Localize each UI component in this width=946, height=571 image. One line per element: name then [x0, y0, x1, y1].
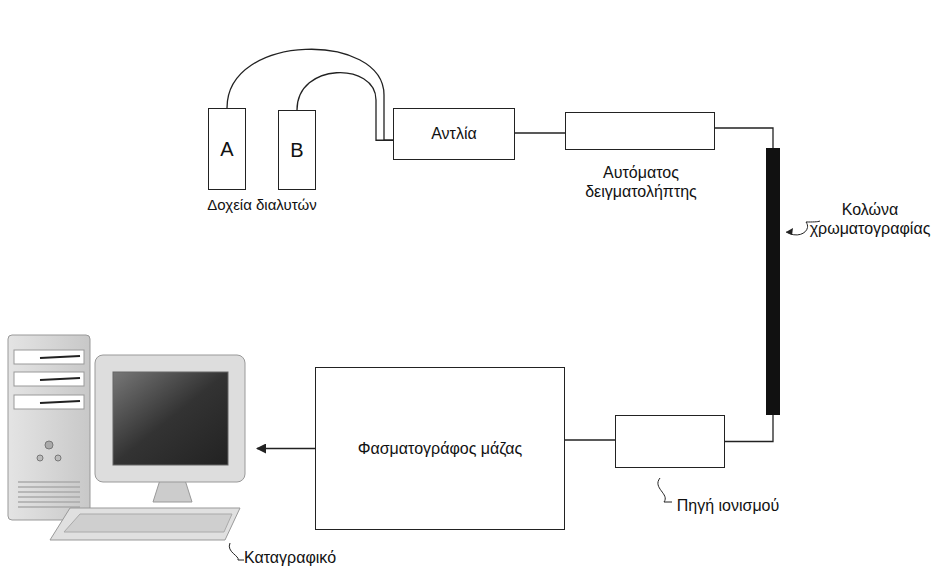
tube-connector: [257, 448, 315, 449]
pump-box: Αντλία: [393, 108, 515, 160]
button: [37, 455, 43, 461]
monitor-stand: [153, 480, 192, 502]
tower-case: [8, 335, 90, 520]
drive-slot: [40, 401, 80, 403]
vents: [18, 482, 80, 507]
tube-connector: [715, 128, 773, 148]
tube-connector: [515, 132, 565, 133]
monitor-frame: [95, 355, 245, 482]
node-label: Κολώνα χρωματογραφίας: [805, 200, 935, 238]
drive-bay: [14, 395, 84, 409]
vent-line: [18, 501, 80, 503]
solvent-container: B: [278, 110, 316, 190]
leader-head: [786, 228, 793, 235]
vent-line: [18, 496, 80, 498]
drive-bay: [14, 372, 84, 386]
drive-slot: [40, 378, 80, 380]
keyboard: [50, 508, 240, 540]
mass-spectrometer-box: Φασματογράφος μάζας: [315, 367, 565, 530]
monitor-screen: [113, 372, 228, 465]
vent-line: [18, 481, 80, 483]
node-label: Καταγραφικό: [244, 548, 336, 567]
group-label: Δοχεία διαλυτών: [207, 196, 316, 213]
ion-source-box: Πηγή ιονισμού: [615, 415, 725, 468]
node-label: Φασματογράφος μάζας: [358, 439, 523, 458]
drive-slot: [40, 356, 80, 358]
recorder-computer: Καταγραφικό: [5, 330, 257, 545]
tube-connector: [725, 415, 773, 442]
node-label: Αυτόματος δειγματολήπτης: [576, 163, 706, 201]
power-button: [45, 441, 53, 449]
vent-line: [18, 491, 80, 493]
keyboard-keys: [64, 514, 232, 532]
leader-curl: [229, 543, 244, 560]
node-label: Πηγή ιονισμού: [677, 496, 780, 515]
node-label: A: [220, 137, 233, 161]
computer-tower: [8, 335, 90, 520]
chromatography-column: Κολώνα χρωματογραφίας: [766, 148, 780, 415]
node-label: B: [290, 138, 303, 162]
solvent-container: A: [208, 108, 246, 190]
drive-bay: [14, 350, 84, 364]
computer-monitor: [50, 355, 245, 540]
vent-line: [18, 486, 80, 488]
node-label: Αντλία: [431, 124, 477, 143]
leader-curl: [658, 478, 672, 502]
button: [55, 455, 61, 461]
autosampler-box: Αυτόματος δειγματολήπτης: [565, 112, 715, 150]
